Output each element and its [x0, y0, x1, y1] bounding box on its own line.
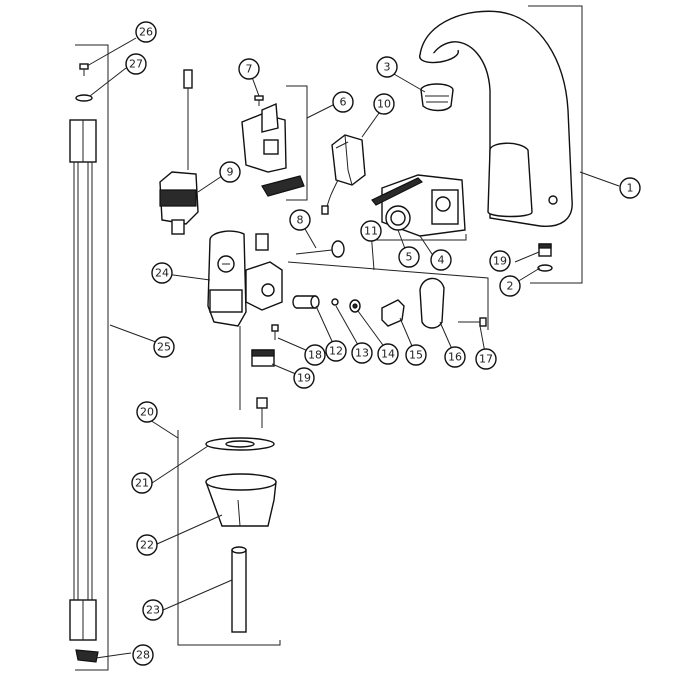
callout-11: 11: [360, 220, 382, 242]
callout-19-upper: 19: [489, 250, 511, 272]
part-screw-18: [271, 324, 279, 340]
part-sensor-cover-16: [419, 277, 445, 329]
svg-text:9: 9: [227, 166, 234, 179]
callout-25: 25: [153, 336, 175, 358]
svg-text:20: 20: [140, 406, 154, 419]
svg-text:8: 8: [297, 214, 304, 227]
callout-20: 20: [136, 401, 158, 423]
logo-line-2: FAUCETS: [212, 302, 236, 308]
svg-text:3: 3: [384, 61, 391, 74]
svg-text:23: 23: [146, 604, 160, 617]
callout-9: 9: [219, 161, 241, 183]
svg-text:7: 7: [246, 63, 253, 76]
svg-text:14: 14: [381, 348, 395, 361]
part-battery: [321, 134, 366, 215]
svg-text:13: 13: [355, 347, 369, 360]
callout-22: 22: [136, 534, 158, 556]
svg-text:27: 27: [129, 58, 143, 71]
callout-15: 15: [405, 344, 427, 366]
svg-text:5: 5: [406, 251, 413, 264]
bracket-lines: [75, 5, 583, 671]
callout-5: 5: [398, 246, 420, 268]
svg-text:25: 25: [157, 341, 171, 354]
callout-10: 10: [373, 93, 395, 115]
part-shank-23: [231, 546, 247, 633]
callout-13: 13: [351, 342, 373, 364]
callout-16: 16: [444, 346, 466, 368]
part-sensor-module: [371, 174, 466, 237]
part-bracket-6: [241, 102, 305, 197]
callout-23: 23: [142, 599, 164, 621]
callout-18: 18: [304, 344, 326, 366]
callout-7: 7: [238, 58, 260, 80]
callout-4: 4: [430, 249, 452, 271]
svg-text:2: 2: [507, 280, 514, 293]
part-bolt-24b: [256, 397, 268, 428]
part-washer-2: [537, 264, 553, 272]
callout-6: 6: [332, 91, 354, 113]
callout-1: 1: [619, 177, 641, 199]
part-pin-8: [295, 240, 345, 258]
svg-text:18: 18: [308, 349, 322, 362]
callout-2: 2: [499, 275, 521, 297]
callout-12: 12: [325, 340, 347, 362]
callout-21: 21: [131, 472, 153, 494]
part-base-22: [205, 473, 277, 527]
svg-text:26: 26: [139, 26, 153, 39]
svg-text:17: 17: [479, 353, 493, 366]
part-screw-7: [254, 95, 264, 106]
svg-text:6: 6: [340, 96, 347, 109]
part-gasket-21: [205, 437, 275, 451]
part-spout: [419, 10, 573, 227]
svg-text:19: 19: [493, 255, 507, 268]
callout-19-lower: 19: [293, 367, 315, 389]
callout-28: 28: [132, 644, 154, 666]
part-bushing-19: [251, 243, 552, 367]
part-valve-body-24: CHICAGO FAUCETS: [207, 230, 283, 410]
svg-text:28: 28: [136, 649, 150, 662]
callout-14: 14: [377, 343, 399, 365]
callout-26: 26: [135, 21, 157, 43]
logo-line-1: CHICAGO: [212, 295, 237, 301]
svg-text:12: 12: [329, 345, 343, 358]
svg-text:16: 16: [448, 351, 462, 364]
part-supply-hoses-25: [69, 119, 97, 641]
callout-17: 17: [475, 348, 497, 370]
callouts: 1 2 3 4 5 6 7 8 9 10 11 12 13 14 15 16 1…: [125, 21, 641, 666]
svg-text:21: 21: [135, 477, 149, 490]
callout-8: 8: [289, 209, 311, 231]
svg-text:11: 11: [364, 225, 378, 238]
svg-text:19: 19: [297, 372, 311, 385]
svg-text:1: 1: [627, 182, 634, 195]
svg-text:24: 24: [155, 267, 169, 280]
part-washer-27: [75, 94, 93, 102]
callout-3: 3: [376, 56, 398, 78]
svg-text:15: 15: [409, 349, 423, 362]
callout-27: 27: [125, 53, 147, 75]
callout-24: 24: [151, 262, 173, 284]
part-screw-26: [79, 63, 89, 76]
part-check-valves: [292, 295, 405, 327]
svg-text:22: 22: [140, 539, 154, 552]
svg-text:10: 10: [377, 98, 391, 111]
part-screw-17: [458, 317, 487, 327]
part-solenoid-9: [159, 69, 199, 235]
svg-text:4: 4: [438, 254, 445, 267]
part-clip-28: [75, 649, 99, 663]
part-aerator: [420, 83, 454, 112]
